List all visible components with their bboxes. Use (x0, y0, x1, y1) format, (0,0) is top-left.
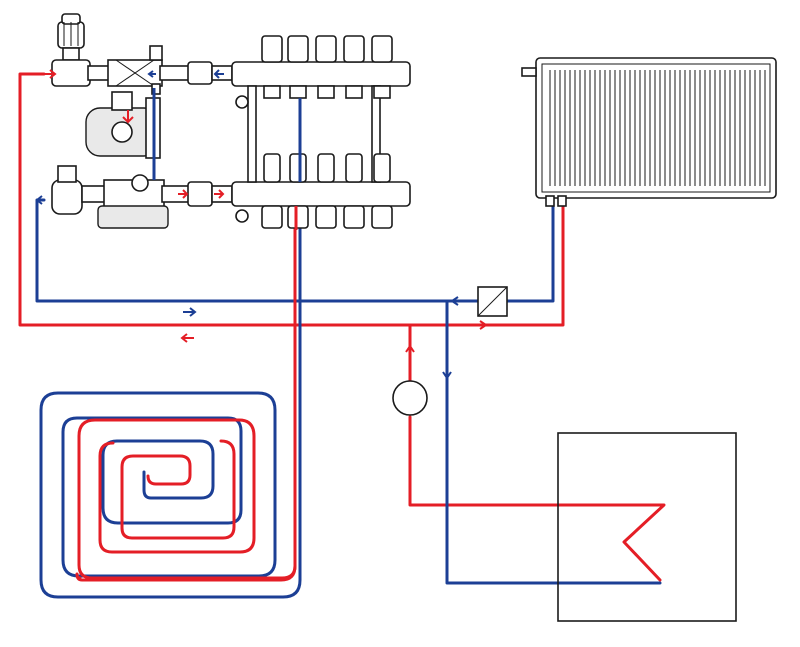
supply-main-pipe (18, 72, 565, 327)
manifold-flow-meters (261, 153, 393, 229)
left-return-arrow (35, 195, 43, 205)
circulation-pump (392, 380, 428, 416)
mixing-pump-station (44, 13, 233, 229)
heat-exchanger (477, 286, 508, 317)
underfloor-heating-loop (39, 193, 302, 599)
tank-return-branch (445, 299, 662, 585)
heat-source-tank (557, 432, 737, 622)
distribution-manifold (231, 35, 411, 230)
tank-supply-branch (408, 323, 666, 582)
supply-arrow-exchanger (479, 320, 488, 330)
manifold-valve-caps (261, 35, 393, 99)
return-arrow-exchanger (450, 296, 459, 306)
return-arrow (183, 307, 197, 317)
down-arrow (442, 371, 452, 380)
pump-arrow (405, 344, 415, 353)
return-main-pipe (35, 196, 555, 303)
supply-arrow (180, 333, 194, 343)
radiator-fins (549, 70, 766, 186)
panel-radiator (521, 57, 777, 207)
